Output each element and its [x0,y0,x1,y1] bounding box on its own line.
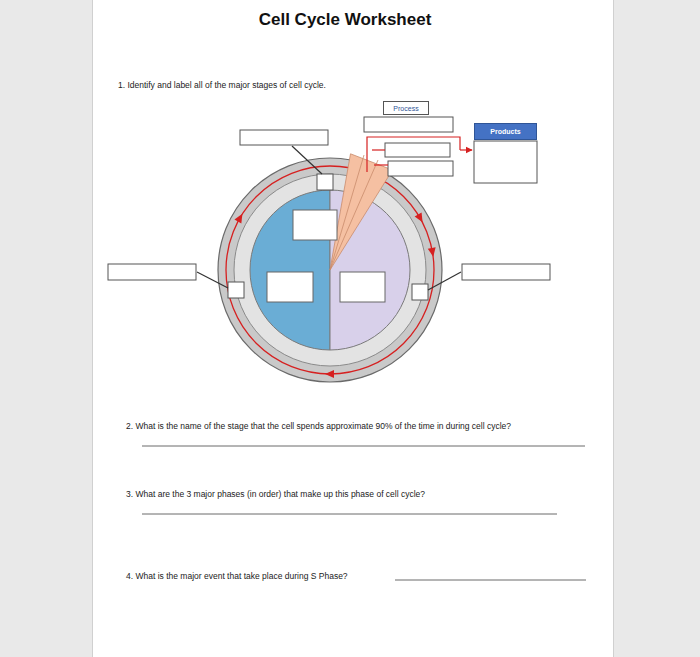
process-bracket [367,137,460,172]
answer-line [142,446,585,447]
answer-box [388,161,453,176]
leader-line [197,272,228,288]
arrowhead [325,370,334,378]
answer-box [293,210,337,240]
process-bracket [374,164,388,165]
answer-line [142,514,557,515]
arrowhead [415,213,426,225]
question-text: 1. Identify and label all of the major s… [118,80,326,90]
checkpoint-square [412,284,428,300]
outer-ring [218,158,442,382]
answer-box [385,143,450,157]
checkpoint-square [317,174,333,190]
answer-box [240,130,328,145]
leader-line [292,146,322,174]
answer-box [474,141,537,183]
process-wedge [330,154,393,270]
checkpoint-square [228,282,244,298]
question-text: 4. What is the major event that take pla… [126,571,348,581]
answer-box [364,117,453,132]
box-text: Products [490,128,520,135]
box-text: Process [393,105,418,112]
question-text: 3. What are the 3 major phases (in order… [126,489,425,499]
arrowhead [234,212,245,224]
leader-line [428,272,461,290]
products-arrow [460,149,472,150]
arrowhead [428,247,437,257]
answer-line [395,580,586,581]
answer-box [340,272,385,302]
answer-box [462,264,550,280]
process-bracket [372,149,385,150]
worksheet-title: Cell Cycle Worksheet [0,10,690,30]
answer-box [108,264,196,280]
process-label: Process [383,101,429,115]
question-text: 2. What is the name of the stage that th… [126,421,511,431]
answer-box [267,272,313,302]
products-label: Products [474,123,537,140]
